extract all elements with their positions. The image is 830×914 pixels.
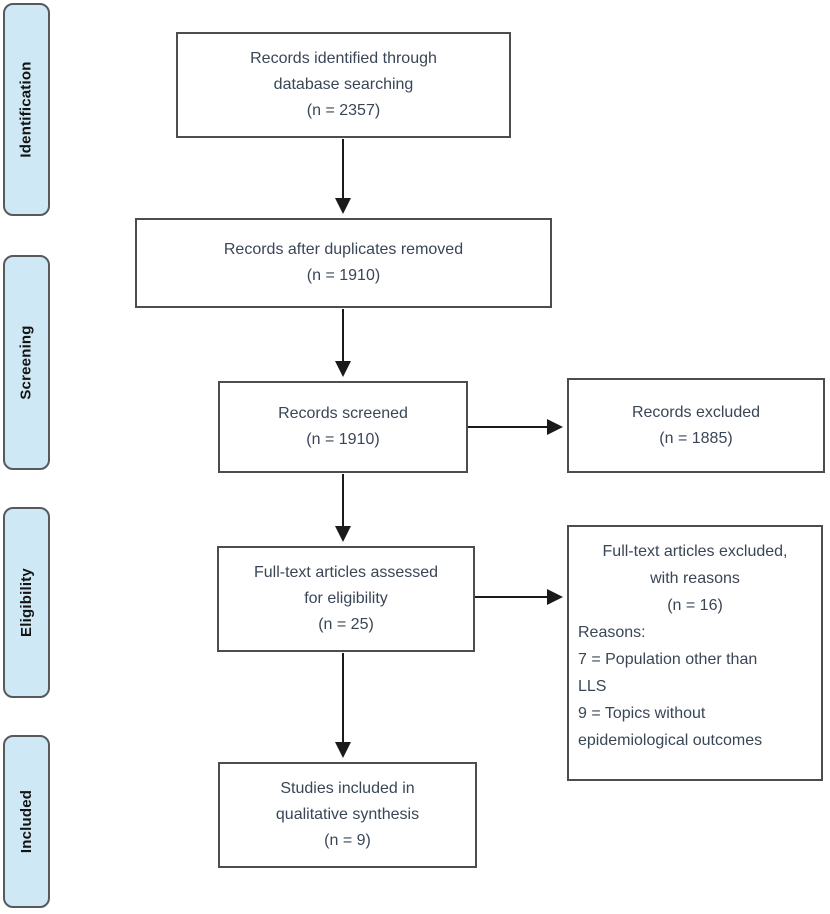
stage-label-eligibility: Eligibility	[3, 507, 50, 698]
box-records-identified: Records identified through database sear…	[176, 32, 511, 138]
box-reason-line: Reasons:	[578, 624, 646, 641]
box-line: Full-text articles excluded,	[602, 543, 788, 560]
box-reason-line: 9 = Topics without	[578, 705, 706, 722]
box-line: database searching	[273, 76, 414, 93]
box-line: Records after duplicates removed	[223, 241, 464, 258]
box-line: Records excluded	[631, 403, 761, 421]
box-reason-line: LLS	[578, 678, 607, 695]
stage-label-text: Eligibility	[18, 568, 35, 637]
box-count: (n = 2357)	[306, 102, 381, 119]
stage-label-included: Included	[3, 735, 50, 908]
box-count: (n = 1910)	[306, 267, 381, 284]
box-count: (n = 1885)	[659, 429, 733, 447]
box-line: Records screened	[278, 405, 408, 422]
stage-label-identification: Identification	[3, 3, 50, 216]
box-records-screened: Records screened (n = 1910)	[218, 381, 468, 473]
box-fulltext-assessed: Full-text articles assessed for eligibil…	[217, 546, 475, 652]
box-records-excluded: Records excluded (n = 1885)	[567, 378, 825, 473]
stage-label-text: Identification	[18, 61, 36, 158]
box-count: (n = 1910)	[306, 431, 380, 448]
box-line: with reasons	[650, 570, 740, 587]
box-reason-line: epidemiological outcomes	[578, 732, 763, 749]
box-line: Records identified through	[250, 50, 437, 67]
box-records-after-duplicates: Records after duplicates removed (n = 19…	[135, 218, 552, 308]
stage-label-text: Included	[18, 789, 35, 854]
box-fulltext-excluded: Full-text articles excluded, with reason…	[567, 525, 823, 781]
box-line: Studies included in	[280, 780, 415, 797]
box-included-studies: Studies included in qualitative synthesi…	[218, 762, 477, 868]
box-line: for eligibility	[304, 590, 388, 607]
box-line: qualitative synthesis	[275, 806, 420, 823]
stage-label-screening: Screening	[3, 255, 50, 470]
box-line: Full-text articles assessed	[253, 564, 439, 581]
box-count: (n = 9)	[324, 832, 371, 849]
box-count: (n = 25)	[318, 616, 374, 633]
stage-label-text: Screening	[18, 325, 36, 400]
box-reason-line: 7 = Population other than	[578, 651, 758, 668]
box-count: (n = 16)	[667, 597, 723, 614]
